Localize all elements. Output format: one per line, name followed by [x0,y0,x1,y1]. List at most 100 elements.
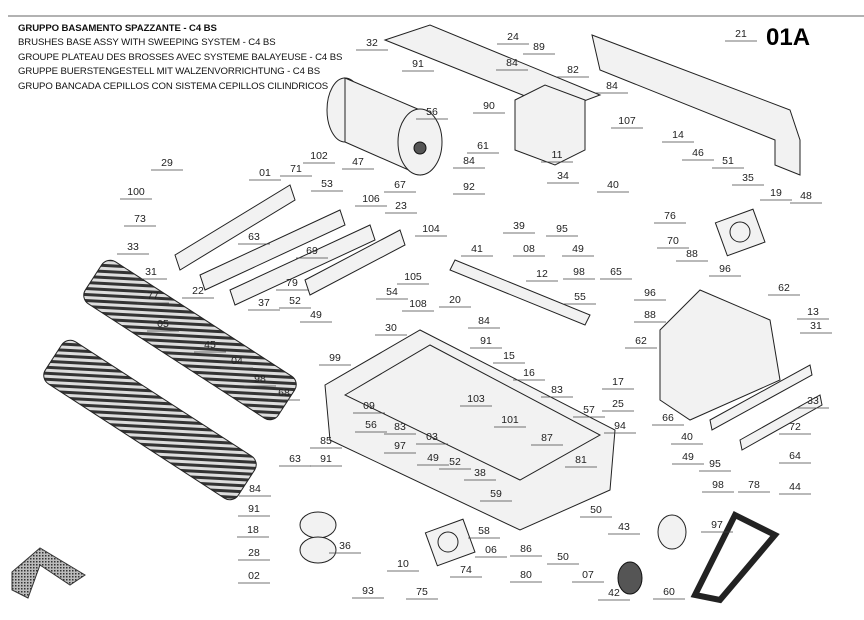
part-number-label: 57 [583,404,595,416]
callout: 03 [416,431,448,445]
motor [326,77,443,176]
callout: 17 [602,376,634,390]
part-number-label: 93 [362,585,374,597]
callout: 98 [563,266,595,280]
callout: 84 [468,315,500,329]
part-number-label: 74 [460,564,472,576]
part-number-label: 16 [523,367,535,379]
part-number-label: 71 [290,163,302,175]
callout: 49 [672,451,704,465]
callout: 98 [702,479,734,493]
callout: 63 [238,231,270,245]
callout: 92 [453,181,485,195]
callout: 15 [493,350,525,364]
callout: 50 [547,551,579,565]
callout: 21 [725,28,757,42]
part-number-label: 86 [520,543,532,555]
callout: 09 [353,400,385,414]
callout: 45 [194,339,226,353]
part-number-label: 91 [480,335,492,347]
callout: 87 [531,432,563,446]
callout: 46 [682,147,714,161]
roller-upper [299,511,337,539]
part-number-label: 53 [321,178,333,190]
part-number-label: 09 [363,400,375,412]
title-spanish: GRUPO BANCADA CEPILLOS CON SISTEMA CEPIL… [18,80,329,92]
part-number-label: 35 [742,172,754,184]
callout: 25 [602,398,634,412]
callout: 93 [352,585,384,599]
part-number-label: 49 [310,309,322,321]
part-number-label: 67 [394,179,406,191]
part-number-label: 28 [248,547,260,559]
part-number-label: 85 [320,435,332,447]
part-number-label: 50 [557,551,569,563]
part-number-label: 14 [672,129,684,141]
callout: 37 [248,297,280,311]
part-number-label: 08 [523,243,535,255]
part-number-label: 96 [719,263,731,275]
part-number-label: 66 [662,412,674,424]
part-number-label: 101 [501,414,519,426]
part-number-label: 80 [520,569,532,581]
side-plate [199,209,346,291]
part-number-label: 05 [157,318,169,330]
part-number-label: 38 [474,467,486,479]
part-number-label: 50 [590,504,602,516]
callout: 04 [221,355,253,369]
part-number-label: 91 [412,58,424,70]
part-number-label: 44 [789,481,801,493]
part-number-label: 92 [463,181,475,193]
callout: 23 [385,200,417,214]
callout: 33 [117,241,149,255]
callout: 84 [496,57,528,71]
bar-33 [739,394,823,451]
title-block: GRUPPO BASAMENTO SPAZZANTE - C4 BS BRUSH… [18,22,342,94]
callout: 44 [779,481,811,495]
callout: 83 [384,421,416,435]
part-number-label: 95 [709,458,721,470]
part-number-label: 104 [422,223,440,235]
callout: 32 [356,37,388,51]
callout: 39 [503,220,535,234]
part-number-label: 62 [778,282,790,294]
callout: 95 [546,223,578,237]
part-number-label: 37 [258,297,270,309]
part-number-label: 51 [722,155,734,167]
callout: 74 [450,564,482,578]
part-number-label: 99 [329,352,341,364]
part-number-label: 90 [483,100,495,112]
part-number-label: 17 [612,376,624,388]
part-number-label: 83 [394,421,406,433]
callout: 97 [384,440,416,454]
callout: 80 [510,569,542,583]
cover-panel [591,34,801,176]
part-number-label: 24 [507,31,519,43]
callout: 40 [597,179,629,193]
callout: 71 [280,163,312,177]
part-number-label: 52 [449,456,461,468]
side-plate-2 [229,224,376,306]
part-number-label: 81 [575,454,587,466]
part-number-label: 21 [735,28,747,40]
callout: 10 [387,558,419,572]
callout: 99 [319,352,351,366]
callout: 34 [547,170,579,184]
callout: 07 [572,569,604,583]
callout: 100 [120,186,152,200]
part-number-label: 79 [286,277,298,289]
callout: 78 [738,479,770,493]
callout: 54 [376,286,408,300]
part-number-label: 69 [306,245,318,257]
callout: 96 [634,287,666,301]
roller-lower [299,536,337,564]
callout: 96 [709,263,741,277]
part-number-label: 58 [478,525,490,537]
callout: 103 [460,393,492,407]
part-number-label: 12 [536,268,548,280]
part-number-label: 45 [204,339,216,351]
callout: 53 [311,178,343,192]
callout: 105 [397,271,429,285]
callout: 28 [238,547,270,561]
part-number-label: 72 [789,421,801,433]
